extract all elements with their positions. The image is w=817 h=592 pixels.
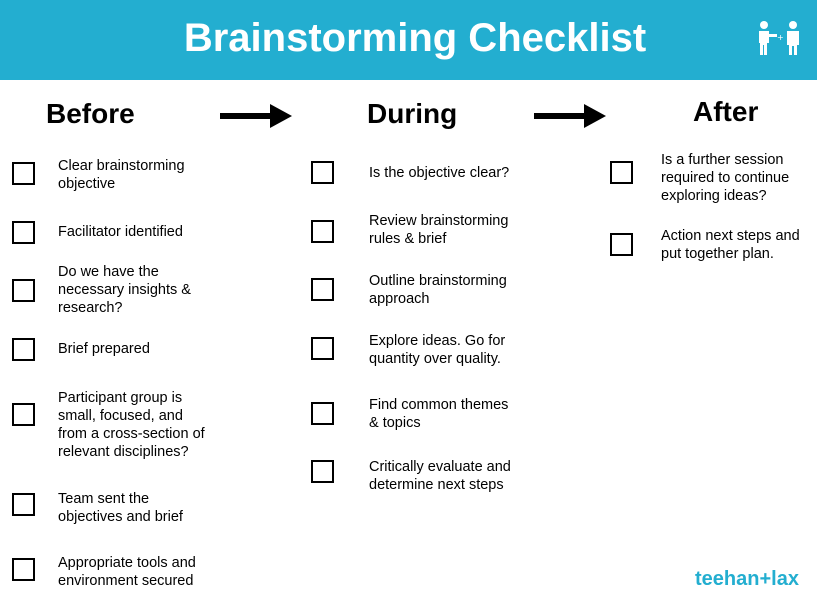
heading-after: After	[693, 96, 759, 127]
checklist-item-label: Critically evaluate and determine next s…	[369, 459, 511, 493]
checklist-item-label: Do we have the necessary insights & rese…	[58, 264, 191, 316]
checklist-item-label: Clear brainstorming objective	[58, 158, 185, 192]
checkbox[interactable]	[12, 221, 35, 244]
checkbox[interactable]	[12, 279, 35, 302]
checkbox[interactable]	[311, 220, 334, 243]
checklist-item-label: Find common themes & topics	[369, 397, 509, 431]
checkbox[interactable]	[311, 460, 334, 483]
checkbox[interactable]	[311, 337, 334, 360]
svg-text:+: +	[777, 33, 784, 42]
header-bar: Brainstorming Checklist +	[0, 0, 817, 80]
checkbox[interactable]	[610, 233, 633, 256]
checkbox[interactable]	[610, 161, 633, 184]
people-icon: +	[759, 21, 799, 55]
checkbox[interactable]	[12, 403, 35, 426]
heading-before: Before	[46, 98, 135, 129]
checklist-item-label: Action next steps and put together plan.	[661, 228, 800, 262]
checklist-item-label: Review brainstorming rules & brief	[369, 213, 509, 247]
checklist-item-label: Appropriate tools and environment secure…	[58, 555, 196, 589]
checklist-item-label: Facilitator identified	[58, 224, 183, 240]
checklist-item-label: Outline brainstorming approach	[369, 273, 507, 307]
checklist-item-label: Is a further session required to continu…	[661, 152, 790, 204]
checklist-item-label: Explore ideas. Go for quantity over qual…	[369, 333, 506, 367]
page-title: Brainstorming Checklist	[183, 16, 647, 60]
arrow-right-icon	[220, 104, 292, 128]
checklist-item-label: Team sent the objectives and brief	[58, 491, 183, 525]
checkbox[interactable]	[311, 278, 334, 301]
checkbox[interactable]	[12, 162, 35, 185]
checklist-item-label: Brief prepared	[58, 341, 150, 357]
checklist-item-label: Is the objective clear?	[369, 165, 510, 181]
checklist-item-label: Participant group is small, focused, and…	[58, 390, 205, 460]
arrow-right-icon	[534, 104, 606, 128]
checkbox[interactable]	[311, 161, 334, 184]
heading-during: During	[367, 98, 458, 129]
checkbox[interactable]	[12, 558, 35, 581]
checkbox[interactable]	[12, 493, 35, 516]
checkbox[interactable]	[311, 402, 334, 425]
checkbox[interactable]	[12, 338, 35, 361]
brand-logo: teehan+lax	[695, 568, 799, 590]
